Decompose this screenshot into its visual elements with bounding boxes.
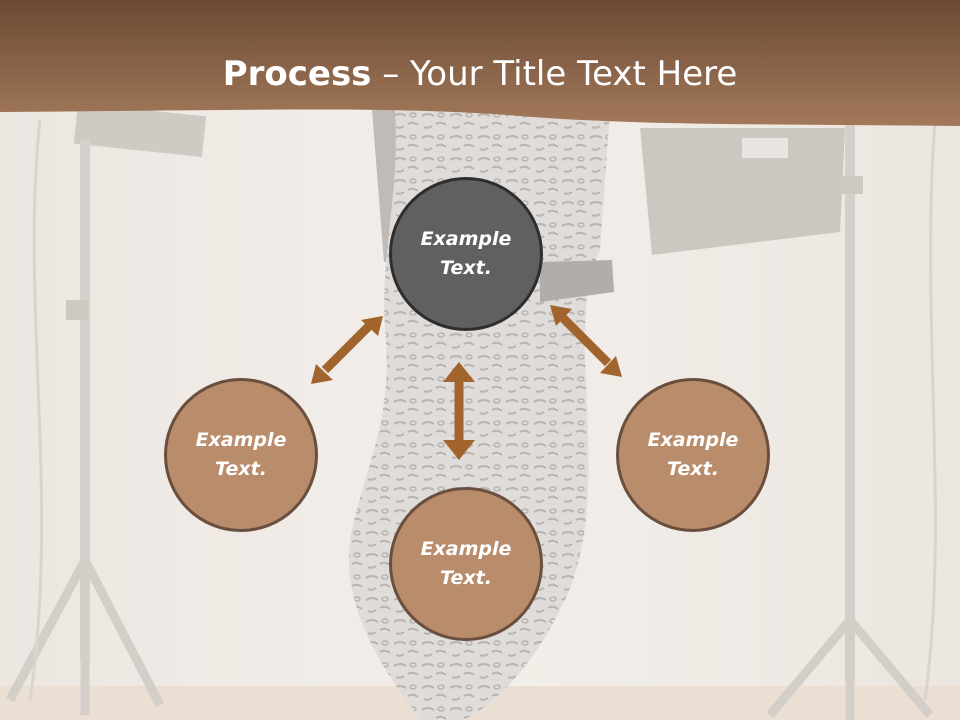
right-light-stand [640, 119, 937, 720]
node-right: Example Text. [616, 378, 770, 532]
arrow-vertical [443, 362, 475, 460]
title-strong: Process [222, 54, 372, 94]
node-bottom: Example Text. [389, 487, 543, 641]
node-left-text: Example Text. [195, 429, 287, 480]
arrow-left-diagonal [311, 316, 383, 384]
title-rest: – Your Title Text Here [371, 54, 738, 94]
node-left: Example Text. [164, 378, 318, 532]
page-title: Process – Your Title Text Here [0, 50, 960, 98]
arrow-right-diagonal [550, 305, 622, 377]
header-band [0, 0, 960, 126]
left-light-stand [6, 102, 207, 715]
node-top: Example Text. [389, 177, 543, 331]
node-right-text: Example Text. [647, 429, 739, 480]
node-top-text: Example Text. [420, 228, 512, 279]
node-bottom-text: Example Text. [420, 538, 512, 589]
